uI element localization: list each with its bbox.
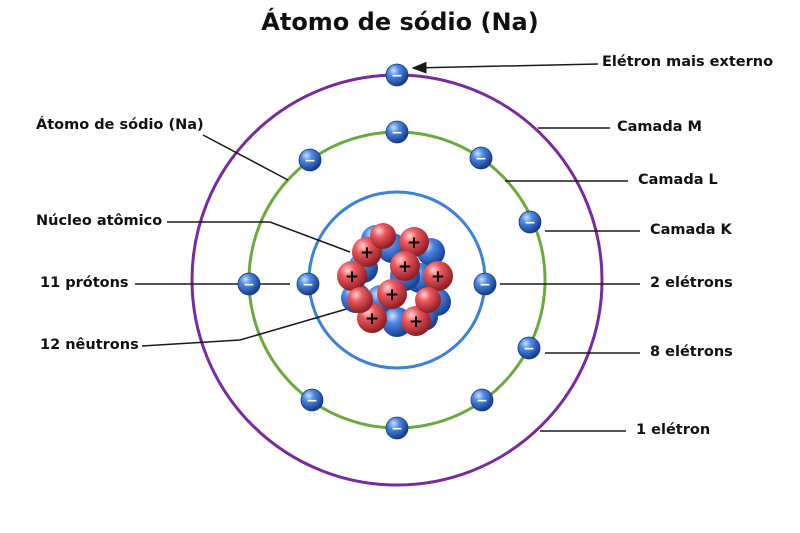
- electron: −: [237, 272, 261, 296]
- electron: −: [298, 148, 322, 172]
- proton: [377, 279, 407, 309]
- proton-sign: +: [365, 309, 379, 329]
- electron: −: [385, 416, 409, 440]
- leader-neutrons: [141, 307, 351, 347]
- label-outermost-electron: Elétron mais externo: [602, 54, 774, 70]
- proton: [390, 251, 420, 281]
- label-neutrons: 12 nêutrons: [40, 337, 139, 353]
- electron-sign: −: [243, 277, 255, 293]
- electron: −: [470, 388, 494, 412]
- label-shell-m: Camada M: [617, 119, 702, 135]
- electron: −: [469, 146, 493, 170]
- electron-sign: −: [302, 277, 314, 293]
- electron: −: [517, 336, 541, 360]
- electrons: − − − − − − − − − − −: [237, 63, 542, 440]
- electron: −: [385, 120, 409, 144]
- proton: [370, 223, 396, 249]
- label-shell-k: Camada K: [650, 222, 732, 238]
- electron-sign: −: [475, 151, 487, 167]
- proton: [401, 306, 431, 336]
- electron-sign: −: [524, 215, 536, 231]
- proton-signs: + + + + + + + +: [345, 233, 445, 332]
- proton: [399, 227, 429, 257]
- outermost-electron: −: [385, 63, 409, 87]
- proton-sign: +: [345, 267, 359, 287]
- electron-sign: −: [391, 125, 403, 141]
- leader-nucleus: [167, 221, 351, 253]
- electron: −: [473, 272, 497, 296]
- proton-sign: +: [409, 312, 423, 332]
- label-atom: Átomo de sódio (Na): [36, 117, 204, 133]
- proton: [337, 261, 367, 291]
- proton-sign: +: [398, 257, 412, 277]
- label-nucleus: Núcleo atômico: [36, 213, 163, 229]
- proton: [423, 261, 453, 291]
- proton-sign: +: [407, 233, 421, 253]
- electron: −: [296, 272, 320, 296]
- label-m-electrons: 1 elétron: [636, 422, 711, 438]
- proton-sign: +: [431, 267, 445, 287]
- label-shell-l: Camada L: [638, 172, 718, 188]
- electron-sign: −: [306, 393, 318, 409]
- label-k-electrons: 2 elétrons: [650, 275, 733, 291]
- label-l-electrons: 8 elétrons: [650, 344, 733, 360]
- label-protons: 11 prótons: [40, 275, 129, 291]
- electron: −: [518, 210, 542, 234]
- electron-sign: −: [391, 421, 403, 437]
- leader-lines: [135, 61, 640, 432]
- proton-sign: +: [385, 285, 399, 305]
- electron-sign: −: [304, 153, 316, 169]
- leader-outermost-electron: [411, 61, 599, 74]
- proton: [347, 287, 373, 313]
- nucleus: + + + + + + + +: [337, 223, 453, 337]
- electron: −: [300, 388, 324, 412]
- proton-sign: +: [360, 243, 374, 263]
- electron-sign: −: [479, 277, 491, 293]
- leader-atom: [202, 134, 289, 181]
- electron-sign: −: [476, 393, 488, 409]
- electron-sign: −: [523, 341, 535, 357]
- diagram-title: Átomo de sódio (Na): [261, 8, 539, 36]
- electron-sign: −: [391, 68, 403, 84]
- proton: [415, 287, 441, 313]
